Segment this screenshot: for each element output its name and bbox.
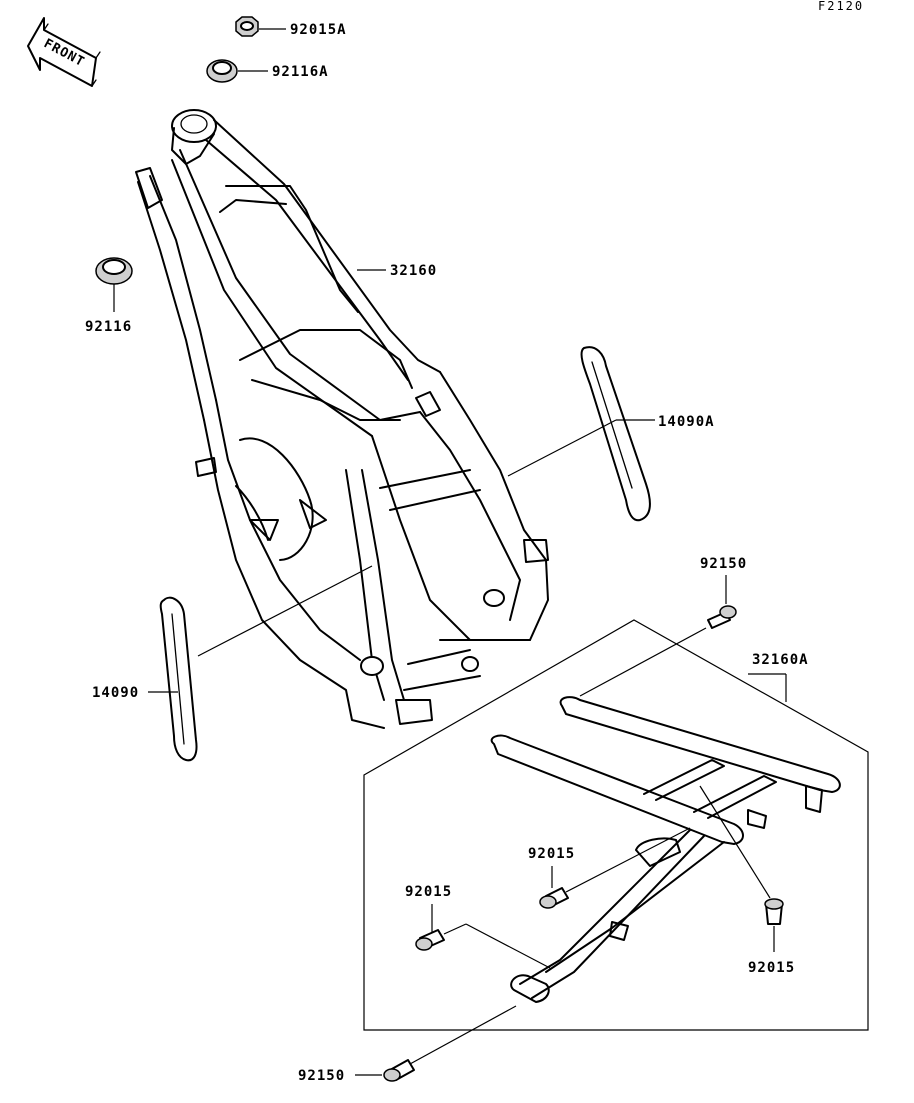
subframe-32160a-icon [490,696,841,1003]
label-92015a: 92015A [290,22,347,38]
bolt-92150-bottom-icon [355,1005,517,1082]
label-92015-left: 92015 [405,884,452,900]
main-frame-32160-icon [135,109,549,729]
bolt-92015-mid-icon [539,827,691,909]
label-92150-bottom: 92150 [298,1068,345,1084]
label-92015-right: 92015 [748,960,795,976]
label-14090a: 14090A [658,414,715,430]
label-92150-top: 92150 [700,556,747,572]
bushing-92116-icon [95,257,133,312]
nut-92015a-icon [235,16,286,37]
label-32160: 32160 [390,263,437,279]
label-14090: 14090 [92,685,139,701]
frame-guard-14090a-icon [580,346,651,522]
frame-guard-14090-icon [159,596,198,762]
bolt-92150-top-icon [707,575,737,629]
label-32160a: 32160A [752,652,809,668]
front-arrow-icon: FRONT [27,17,101,87]
diagram-id: F2120 [818,0,864,13]
bushing-92116a-icon [206,59,268,83]
bolt-92015-right-icon [699,785,784,952]
label-92116a: 92116A [272,64,329,80]
bolt-92015-left-icon [415,904,551,969]
label-92116: 92116 [85,319,132,335]
label-92015-mid: 92015 [528,846,575,862]
subframe-box [363,619,869,1031]
